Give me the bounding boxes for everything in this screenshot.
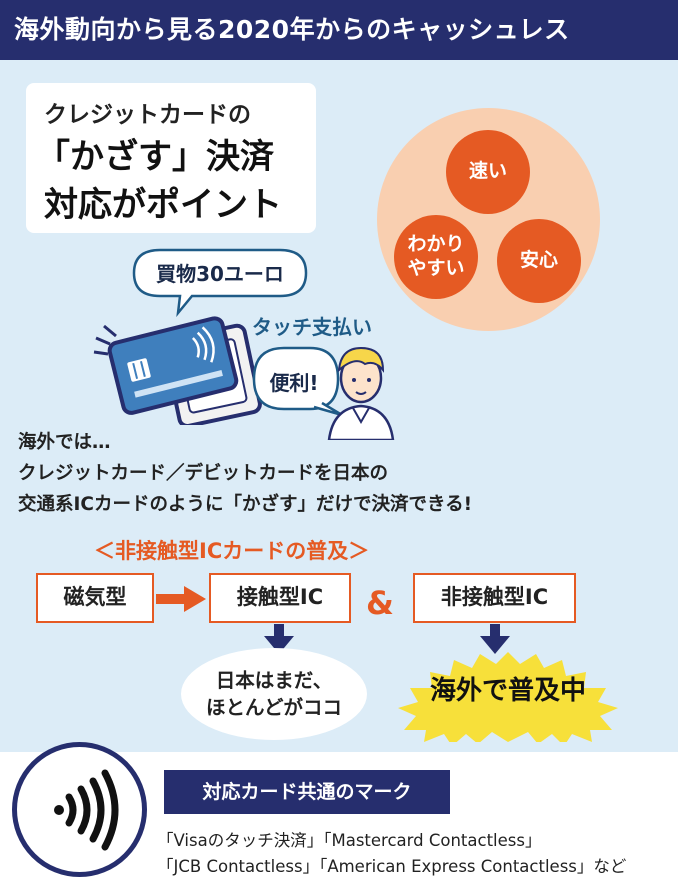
brand-names-line1: 「Visaのタッチ決済」「Mastercard Contactless」 [157, 831, 542, 850]
benefit-easy: わかり やすい [394, 215, 478, 299]
motion-lines-icon [93, 324, 117, 356]
arrow-down-icon [264, 624, 294, 654]
ampersand: & [366, 584, 394, 622]
brand-names-line2: 「JCB Contactless」「American Express Conta… [157, 857, 627, 876]
person-icon [327, 346, 395, 440]
description-line3: 交通系ICカードのように「かざす」だけで決済できる! [18, 494, 473, 515]
contactless-icon [54, 769, 119, 851]
japan-status-line1: 日本はまだ、 [215, 669, 333, 692]
description-line2: クレジットカード／デビットカードを日本の [18, 463, 389, 484]
japan-status-ellipse: 日本はまだ、 ほとんどがココ [181, 648, 367, 740]
benefit-safe-label: 安心 [519, 249, 558, 272]
japan-status-line2: ほとんどがココ [206, 696, 342, 719]
benefit-fast-label: 速い [468, 160, 507, 183]
page-header: 海外動向から見る2020年からのキャッシュレス [0, 0, 678, 60]
headline-box: クレジットカードの 「かざす」決済 対応がポイント [26, 83, 316, 233]
brand-names: 「Visaのタッチ決済」「Mastercard Contactless」 「JC… [157, 828, 626, 880]
contactless-spread-title: ＜非接触型ICカードの普及＞ [94, 539, 370, 563]
headline-line3: 対応がポイント [44, 185, 282, 225]
contact-ic-box: 接触型IC [209, 573, 351, 623]
touch-payment-label: タッチ支払い [252, 315, 372, 339]
headline-line2: 「かざす」決済 [36, 137, 274, 177]
common-mark-label: 対応カード共通のマーク [164, 770, 450, 814]
benefit-easy-line2: やすい [407, 257, 465, 279]
card-reader-illustration [93, 316, 262, 425]
arrow-down-icon [480, 624, 510, 654]
card-icon [107, 316, 239, 415]
magnetic-card-box: 磁気型 [36, 573, 154, 623]
contactless-ic-box: 非接触型IC [413, 573, 576, 623]
benri-bubble-text: 便利! [269, 371, 319, 395]
arrow-right-icon [156, 586, 206, 612]
benefit-easy-label: わかり やすい [407, 233, 464, 281]
overseas-burst-shape [398, 652, 618, 742]
description-line1: 海外では… [18, 432, 111, 453]
contactless-mark-circle [12, 742, 147, 877]
benefit-safe: 安心 [497, 219, 581, 303]
benefit-fast: 速い [446, 130, 530, 214]
overseas-status-text: 海外で普及中 [429, 676, 586, 706]
overseas-description: 海外では… クレジットカード／デビットカードを日本の 交通系ICカードのように「… [18, 427, 472, 520]
headline-line1: クレジットカードの [44, 102, 251, 128]
shopping-bubble-shape [132, 248, 308, 317]
benefit-easy-line1: わかり [407, 233, 465, 256]
shopping-bubble-text: 買物30ユーロ [156, 262, 284, 286]
